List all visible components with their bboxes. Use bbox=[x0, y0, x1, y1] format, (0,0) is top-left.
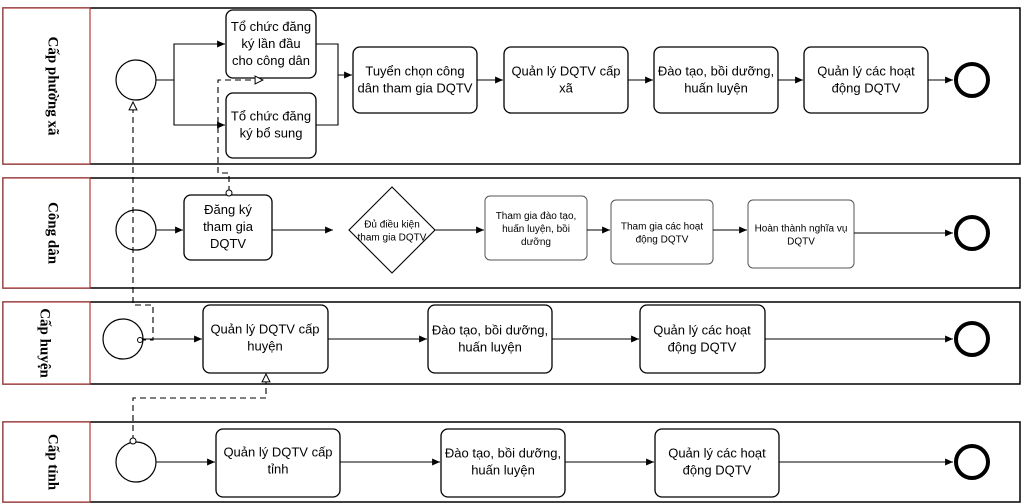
end-event-huyen bbox=[954, 321, 990, 357]
message-flow-congdan-to-phuong bbox=[217, 80, 263, 192]
task-c3 bbox=[484, 195, 588, 261]
start-event-huyen bbox=[102, 318, 144, 360]
end-event-congdan bbox=[954, 215, 990, 251]
flow-p1-to-p3 bbox=[316, 43, 352, 79]
flow-start-to-p2 bbox=[173, 80, 225, 129]
start-event-congdan bbox=[115, 209, 157, 251]
end-event-tinh bbox=[954, 444, 990, 480]
task-c4 bbox=[610, 199, 714, 265]
gateway-c2 bbox=[348, 186, 436, 274]
flow-start-to-p1 bbox=[156, 40, 225, 81]
end-event-phuong bbox=[954, 62, 990, 98]
start-event-phuong bbox=[115, 59, 157, 101]
flow-p2-to-p3 bbox=[316, 75, 339, 126]
lane-title-tinh: Cấp tỉnh bbox=[45, 434, 61, 491]
task-t3 bbox=[654, 428, 780, 498]
lane-title-phuong: Cấp phường xã bbox=[45, 36, 61, 136]
lane-title-congdan: Công dân bbox=[45, 202, 61, 265]
lane-title-huyen: Cấp huyện bbox=[37, 308, 53, 378]
message-flow-tinh-to-huyen bbox=[132, 374, 266, 441]
message-origin-huyen bbox=[137, 337, 143, 343]
task-label-t2: Đào tạo, bồi dưỡng,huấn luyện bbox=[445, 446, 561, 478]
message-flow-huyen-to-phuong bbox=[133, 102, 154, 341]
task-t1 bbox=[215, 428, 341, 498]
task-t2 bbox=[440, 428, 566, 498]
start-event-tinh bbox=[115, 441, 157, 483]
task-c5 bbox=[747, 199, 855, 269]
message-origin-tinh bbox=[129, 437, 137, 445]
message-origin-congdan bbox=[225, 189, 233, 197]
task-label-h2: Đào tạo, bồi dưỡng,huấn luyện bbox=[432, 323, 548, 355]
task-label-p5: Đào tạo, bồi dưỡng,huấn luyện bbox=[658, 64, 774, 96]
